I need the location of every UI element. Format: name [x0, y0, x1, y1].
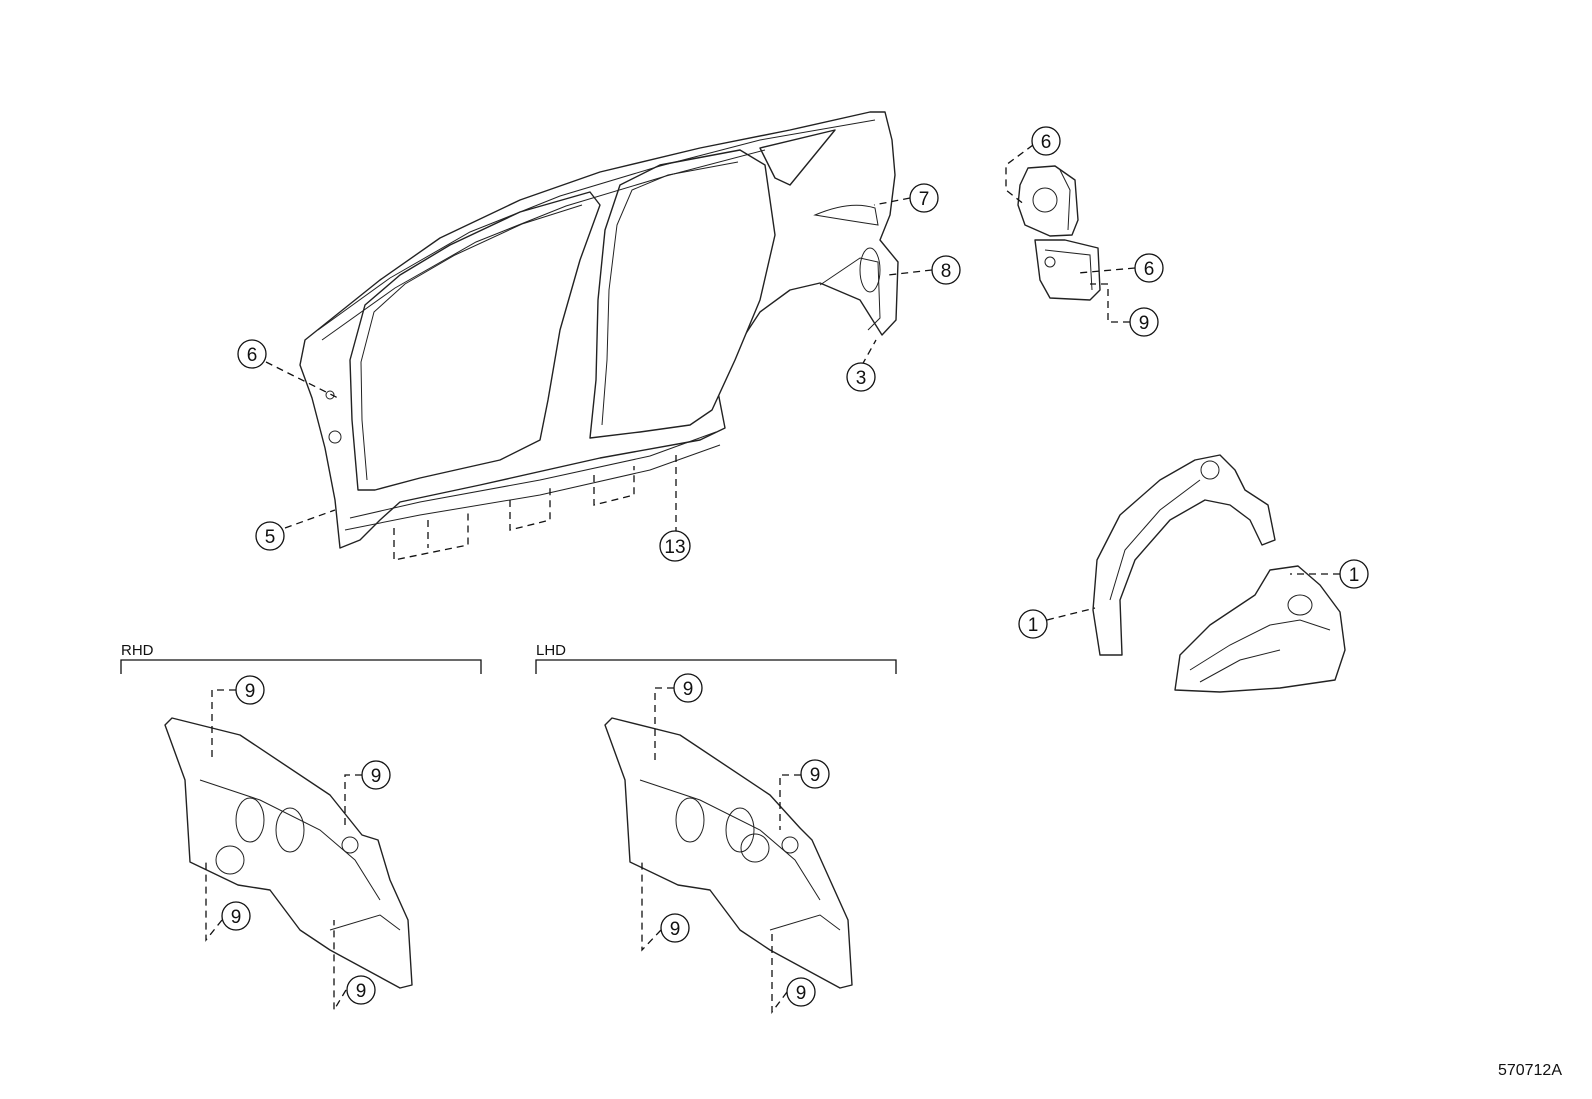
rhd-label: RHD [121, 642, 154, 659]
callout-9-lhd-right: 9 [800, 759, 830, 789]
callout-6-top: 6 [1031, 126, 1061, 156]
svg-text:9: 9 [231, 907, 242, 928]
svg-text:9: 9 [245, 681, 256, 702]
callout-6-side: 6 [237, 339, 267, 369]
svg-text:9: 9 [1139, 313, 1150, 334]
rear-wheel-house-inner [1174, 565, 1346, 693]
callout-9-lhd-bottom: 9 [786, 977, 816, 1007]
svg-text:9: 9 [356, 981, 367, 1002]
svg-text:6: 6 [247, 345, 258, 366]
callout-3: 3 [846, 362, 876, 392]
svg-text:13: 13 [664, 537, 685, 558]
svg-text:1: 1 [1349, 565, 1360, 586]
quarter-reinforcement-upper [1017, 165, 1079, 237]
callout-9-top: 9 [1129, 307, 1159, 337]
svg-text:6: 6 [1144, 259, 1155, 280]
callout-9-rhd-left: 9 [221, 901, 251, 931]
body-side-panel [299, 111, 899, 549]
svg-text:6: 6 [1041, 132, 1052, 153]
callout-8: 8 [931, 255, 961, 285]
svg-text:8: 8 [941, 261, 952, 282]
dash-panel-lhd [604, 717, 853, 989]
callout-9-rhd-top: 9 [235, 675, 265, 705]
svg-text:1: 1 [1028, 615, 1039, 636]
callout-7: 7 [909, 183, 939, 213]
svg-text:9: 9 [796, 983, 807, 1004]
lhd-label: LHD [536, 642, 566, 659]
diagram-code: 570712A [1498, 1062, 1562, 1079]
svg-text:9: 9 [670, 919, 681, 940]
dash-panel-rhd [164, 717, 413, 989]
svg-text:9: 9 [810, 765, 821, 786]
leader-lines [205, 144, 1340, 1014]
callout-5: 5 [255, 521, 285, 551]
svg-text:3: 3 [856, 368, 867, 389]
callout-9-lhd-top: 9 [673, 673, 703, 703]
callout-9-rhd-bottom: 9 [346, 975, 376, 1005]
callout-9-rhd-right: 9 [361, 760, 391, 790]
callout-13: 13 [659, 530, 691, 562]
rhd-bracket [120, 659, 482, 674]
svg-text:9: 9 [371, 766, 382, 787]
lhd-bracket [535, 659, 897, 674]
callout-1-left: 1 [1018, 609, 1048, 639]
svg-text:9: 9 [683, 679, 694, 700]
rear-wheel-house-outer [1092, 454, 1276, 656]
svg-text:5: 5 [265, 527, 276, 548]
quarter-reinforcement-lower [1034, 239, 1101, 301]
callout-1-right: 1 [1339, 559, 1369, 589]
svg-text:7: 7 [919, 189, 930, 210]
callout-6-mid: 6 [1134, 253, 1164, 283]
callout-9-lhd-left: 9 [660, 913, 690, 943]
